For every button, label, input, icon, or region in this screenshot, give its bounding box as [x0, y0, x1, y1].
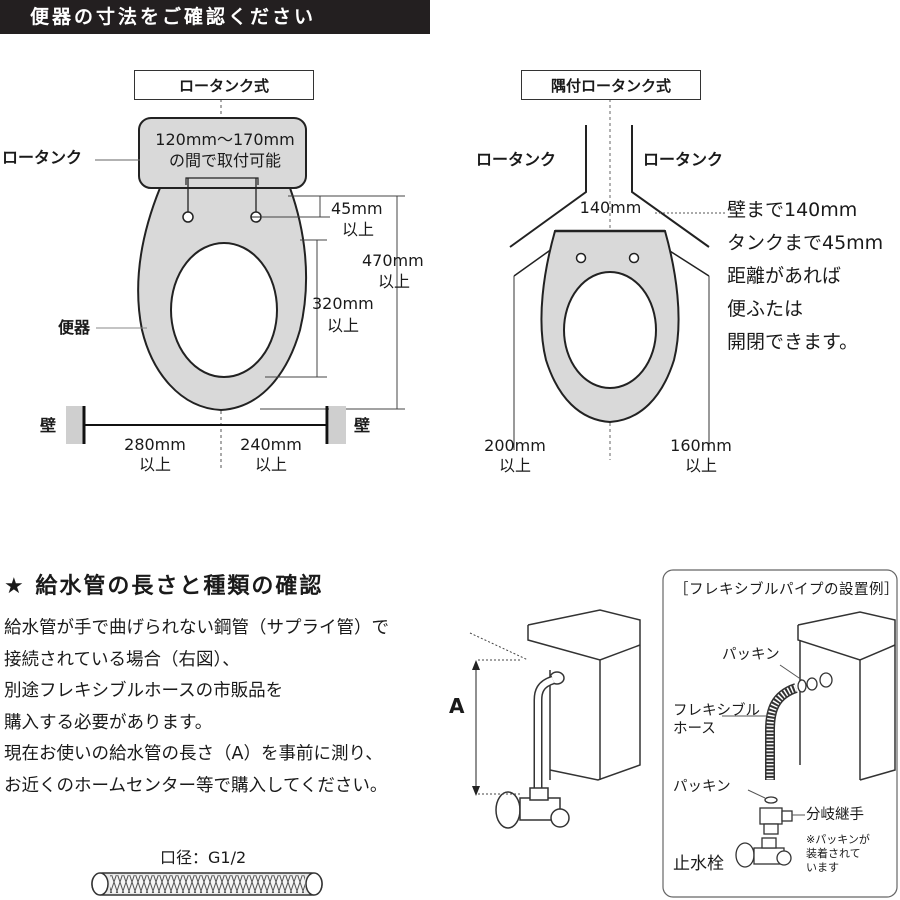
- packing-top-label: パッキン: [722, 647, 780, 663]
- packing-mid-label: パッキン: [673, 779, 731, 795]
- supply-pipe-diagram: [469, 609, 641, 829]
- toilet-label: 便器: [58, 318, 91, 337]
- right-tank-label-left: ロータンク: [476, 150, 557, 169]
- flex-example-graphics: [662, 569, 898, 898]
- section-banner: 便器の寸法をご確認ください: [0, 0, 430, 34]
- packing-note-line: 装着されて: [806, 847, 861, 860]
- dim-160-sub: 以上: [684, 456, 717, 475]
- left-toilet-diagram: [66, 75, 405, 470]
- supply-body-line: 別途フレキシブルホースの市販品を: [4, 681, 284, 701]
- tank-note-line2: の間で取付可能: [168, 151, 281, 170]
- dim-200: 200mm: [484, 436, 546, 455]
- packing-note-line: ※パッキンが: [806, 833, 870, 846]
- dim-140: 140mm: [579, 198, 642, 217]
- flex-example-title: ［フレキシブルパイプの設置例］: [674, 582, 899, 598]
- supply-body-line: 現在お使いの給水管の長さ（A）を事前に測り、: [4, 744, 383, 764]
- wall-left-label: 壁: [40, 416, 57, 435]
- clearance-note-line: 壁まで140mm: [727, 199, 858, 221]
- flex-hose-label-line1: フレキシブル: [673, 703, 760, 719]
- right-toilet-diagram: [509, 75, 725, 460]
- dim-240-sub: 以上: [254, 455, 287, 474]
- dim-470: 470mm: [362, 251, 424, 270]
- flex-hose-label-line2: ホース: [673, 721, 716, 737]
- clearance-note-line: タンクまで45mm: [727, 232, 884, 254]
- dim-160: 160mm: [670, 436, 732, 455]
- clearance-note-line: 便ふたは: [727, 298, 804, 320]
- branch-label: 分岐継手: [806, 807, 864, 823]
- dim-470-sub: 以上: [378, 272, 411, 291]
- left-tank-label: ロータンク: [2, 148, 83, 167]
- dim-200-sub: 以上: [498, 456, 531, 475]
- packing-note: ※パッキンが 装着されて います: [806, 833, 870, 875]
- dim-a-label: A: [449, 694, 465, 718]
- supply-body-line: 給水管が手で曲げられない鋼管（サプライ管）で: [4, 618, 389, 638]
- dim-320: 320mm: [312, 294, 374, 313]
- supply-body: 給水管が手で曲げられない鋼管（サプライ管）で 接続されている場合（右図）、 別途…: [4, 613, 389, 802]
- packing-note-line: います: [806, 861, 839, 874]
- clearance-note-line: 距離があれば: [727, 265, 842, 287]
- supply-body-line: 購入する必要があります。: [4, 712, 213, 733]
- clearance-note-line: 開閉できます。: [727, 331, 859, 353]
- left-bowl-opening: [170, 242, 278, 378]
- dim-45-sub: 以上: [342, 220, 375, 239]
- tank-note-line1: 120mm〜170mm: [155, 130, 295, 149]
- dim-280-sub: 以上: [138, 455, 171, 474]
- dim-240: 240mm: [240, 435, 302, 454]
- dim-280: 280mm: [124, 435, 186, 454]
- supply-heading: ★ 給水管の長さと種類の確認: [4, 574, 324, 599]
- right-tank-label-right: ロータンク: [643, 150, 724, 169]
- supply-body-line: 接続されている場合（右図）、: [4, 649, 240, 670]
- supply-body-line: お近くのホームセンター等で購入してください。: [4, 775, 388, 796]
- hose-illustration: [91, 872, 323, 896]
- dim-45: 45mm: [331, 199, 383, 218]
- left-diagram-label: ロータンク式: [134, 70, 314, 100]
- stop-valve-label: 止水栓: [673, 854, 724, 874]
- left-tank-shape: [138, 117, 307, 189]
- hose-caption: 口径：G1/2: [160, 848, 247, 867]
- clearance-note: 壁まで140mm タンクまで45mm 距離があれば 便ふたは 開閉できます。: [727, 194, 883, 359]
- wall-right-label: 壁: [354, 416, 371, 435]
- banner-title: 便器の寸法をご確認ください: [30, 6, 317, 28]
- right-diagram-label: 隅付ロータンク式: [521, 70, 701, 100]
- dim-320-sub: 以上: [327, 316, 360, 335]
